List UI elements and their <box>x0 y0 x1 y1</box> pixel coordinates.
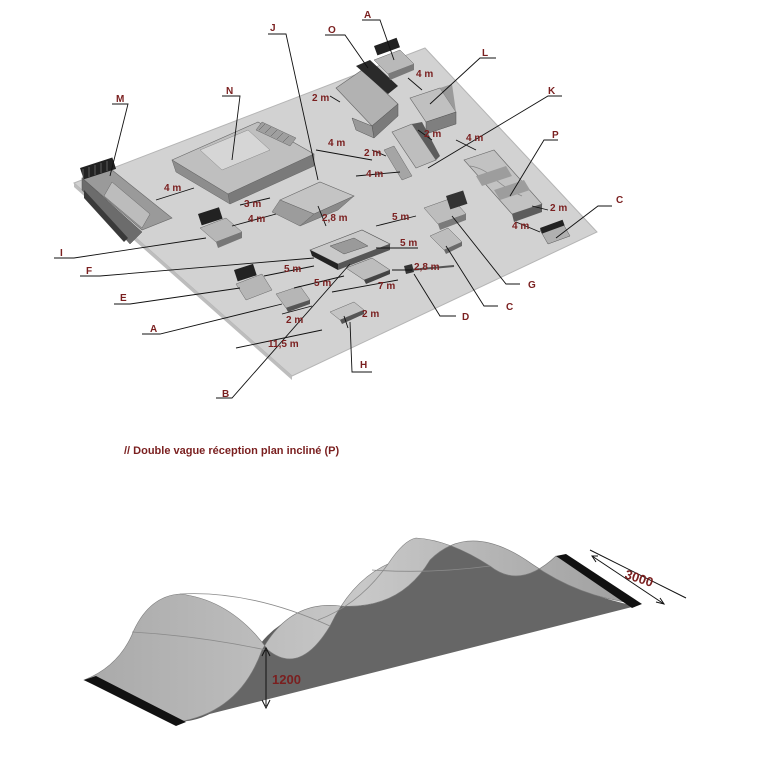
dim-4m-p: 4 m <box>512 221 529 232</box>
label-f: F <box>86 266 92 277</box>
dim-2m-o: 2 m <box>312 93 329 104</box>
module-c-centre <box>429 227 463 254</box>
module-f <box>309 229 391 270</box>
label-j: J <box>270 23 276 34</box>
module-n <box>171 121 315 205</box>
module-g <box>423 190 468 230</box>
wave-back-edge <box>556 554 642 608</box>
dim-5m-g: 5 m <box>392 212 409 223</box>
dim-2m-a: 2 m <box>286 315 303 326</box>
label-c-centre: C <box>506 302 513 313</box>
dim-4m-m: 4 m <box>164 183 181 194</box>
wave-seams <box>131 563 491 651</box>
dim-5m-f: 5 m <box>400 238 417 249</box>
module-labels: A O J L K M N P C I F G E C A D B H <box>60 10 623 400</box>
module-p <box>463 149 543 222</box>
label-p: P <box>552 130 559 141</box>
module-a-bottom <box>275 285 311 312</box>
module-k <box>383 122 440 181</box>
dim-2m-p: 2 m <box>550 203 567 214</box>
dim-4m-i: 4 m <box>248 214 265 225</box>
module-o <box>335 60 399 139</box>
label-k: K <box>548 86 556 97</box>
dim-4m-k: 4 m <box>466 133 483 144</box>
module-d <box>404 264 455 274</box>
dim-5m-e: 5 m <box>284 264 301 275</box>
dim-4m-jk: 4 m <box>328 138 345 149</box>
module-j <box>271 181 355 227</box>
leader-lines <box>54 19 612 399</box>
dim-28m-d: 2,8 m <box>414 262 440 273</box>
height-dimension <box>261 646 271 710</box>
dim-28m-f: 2,8 m <box>322 213 348 224</box>
label-a-bottom: A <box>150 324 157 335</box>
module-b <box>345 257 391 284</box>
module-a-top <box>373 37 415 80</box>
dim-3m-n: 3 m <box>244 199 261 210</box>
plan-view: A O J L K M N P C I F G E C A D B H 4 m … <box>54 10 623 400</box>
dim-115m: 11,5 m <box>268 339 299 350</box>
module-i <box>198 207 243 248</box>
label-o: O <box>328 25 336 36</box>
module-c-right <box>539 219 571 245</box>
caption: // Double vague réception plan incliné (… <box>124 445 339 457</box>
wave-front-edge <box>84 676 186 726</box>
width-value: 3000 <box>623 567 655 590</box>
label-m: M <box>116 94 124 105</box>
dim-4m-top: 4 m <box>416 69 433 80</box>
label-h: H <box>360 360 367 371</box>
module-m <box>80 157 173 245</box>
dimension-texts: 4 m 2 m 2 m 4 m 4 m 2 m 4 m 3 m 4 m 4 m … <box>164 69 567 350</box>
dim-4m-center: 4 m <box>366 169 383 180</box>
dim-7m: 7 m <box>378 281 395 292</box>
label-n: N <box>226 86 233 97</box>
height-value: 1200 <box>272 672 301 687</box>
width-dimension <box>589 549 687 605</box>
module-e <box>234 263 273 301</box>
label-e: E <box>120 293 127 304</box>
label-c-right: C <box>616 195 623 206</box>
label-a-top: A <box>364 10 371 21</box>
label-g: G <box>528 280 536 291</box>
module-l <box>409 84 457 135</box>
dimension-lines <box>155 77 549 349</box>
module-h <box>329 301 365 324</box>
dim-2m-h: 2 m <box>362 309 379 320</box>
dim-2m-l: 2 m <box>424 129 441 140</box>
label-b: B <box>222 389 229 400</box>
dim-2m-ok: 2 m <box>364 148 381 159</box>
label-d: D <box>462 312 469 323</box>
double-wave-detail: 1200 3000 <box>83 537 687 726</box>
label-l: L <box>482 48 488 59</box>
label-i: I <box>60 248 63 259</box>
dim-5m-b: 5 m <box>314 278 331 289</box>
